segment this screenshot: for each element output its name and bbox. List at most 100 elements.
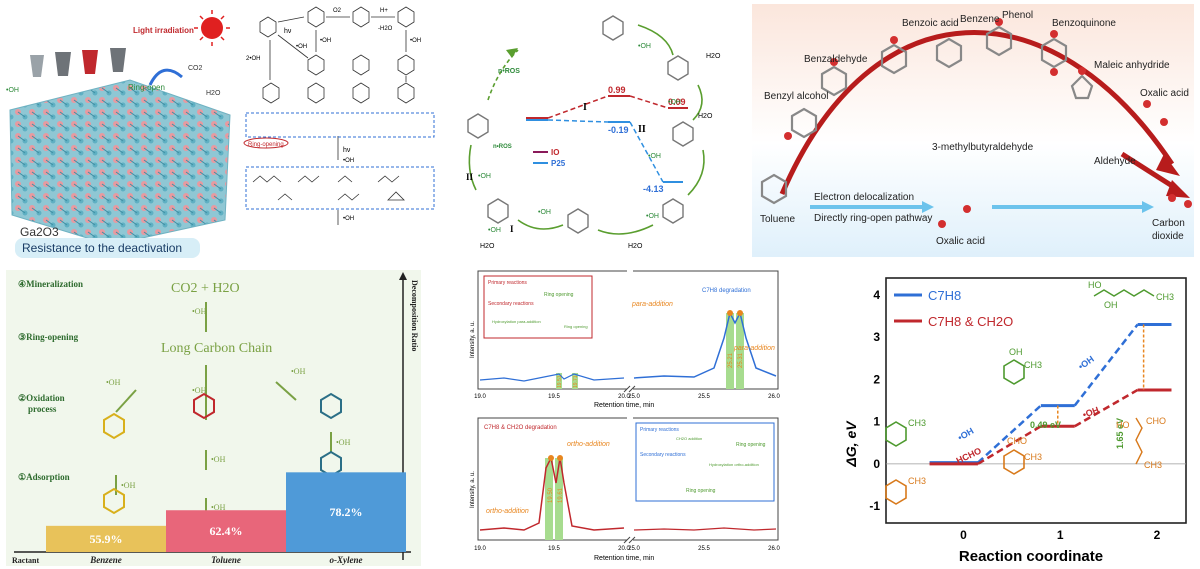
xtick-2: 2	[1154, 528, 1161, 542]
roman-2a: II	[638, 124, 646, 135]
panel-cycle: 0.99 0.09 -0.19 -4.13 I II n•ROS n•ROS I…	[438, 0, 745, 265]
cho-b: CHO	[1146, 416, 1166, 426]
nros-1: n•ROS	[493, 144, 512, 150]
panel-decomposition: ④Mineralization ③Ring-opening ②Oxidation…	[6, 270, 421, 566]
sun-icon	[201, 17, 223, 39]
pct-oxylene: 78.2%	[330, 505, 363, 519]
p25-path-1	[547, 119, 609, 123]
oh4: •OH	[410, 38, 421, 44]
energy-xlabel: Reaction coordinate	[959, 548, 1103, 565]
bottom-trace-left	[479, 455, 625, 531]
pathway-arrowhead	[1156, 154, 1180, 176]
transition-c7h8-ch2o-1	[1074, 388, 1139, 428]
energy-y-ticks: 4 3 2 1 0 -1	[869, 288, 880, 513]
roman-1a: I	[583, 102, 587, 113]
peak-band-4	[555, 458, 563, 540]
ring-opening-c: Ring opening	[736, 442, 766, 448]
ring-open-label: Ring-open	[128, 83, 165, 92]
cho-a: CHO	[1007, 436, 1027, 446]
tick-bot-5: 26.0	[768, 546, 780, 552]
energy-series	[929, 322, 1172, 466]
oh-h: •OH	[336, 438, 351, 447]
co2-label: CO2	[188, 65, 203, 72]
chain-green	[1093, 289, 1155, 297]
bottom-axis-break	[627, 417, 633, 541]
top-trace-left	[479, 373, 625, 382]
label-benzaldehyde: Benzaldehyde	[804, 54, 868, 65]
co2-h2o: CO2 + H2O	[171, 281, 240, 296]
y-axis-arrowhead	[399, 272, 407, 280]
peak-band-2	[736, 313, 744, 389]
label-aldehyde: Aldehyde	[1094, 156, 1136, 167]
oh-left: •OH	[6, 87, 19, 94]
energy-plot-frame	[885, 277, 1187, 524]
h2o-3: H2O	[628, 243, 643, 250]
legend-p25: P25	[551, 159, 566, 168]
val-099: 0.99	[608, 85, 626, 95]
ring-opening-label: Ring-opening	[248, 142, 284, 148]
label-carbon: Carbon	[1152, 218, 1185, 229]
val-009: 0.09	[668, 97, 686, 107]
oh5: •OH	[343, 158, 354, 164]
tick-bot-3: 25.0	[628, 546, 640, 552]
oh-l: •OH	[478, 173, 491, 180]
val-m413: -4.13	[643, 184, 664, 194]
ylabel-bot: Intensity, a. u.	[470, 471, 476, 508]
scheme-diagram: hν O2 H+ -H2O •OH 2•OH •OH •OH Ring-open…	[243, 6, 435, 225]
crystal-surface	[9, 79, 231, 246]
io-path-2	[629, 95, 669, 109]
label-maleic-anhydride: Maleic anhydride	[1094, 60, 1170, 71]
oh2: 2•OH	[246, 56, 260, 62]
label-electron-delocalization: Electron delocalization	[814, 192, 914, 203]
pathway-molecules	[760, 25, 1094, 205]
primary-top: Primary reactions	[488, 280, 527, 286]
para-addition-1: para-addition	[631, 301, 673, 308]
bottom-trace-right	[633, 527, 777, 531]
nros-2: n•ROS	[498, 68, 520, 75]
label-benzene: Benzene	[89, 555, 122, 565]
pct-toluene: 62.4%	[210, 524, 243, 538]
tick-top-3: 25.0	[628, 394, 640, 400]
break-mark-4	[628, 536, 636, 544]
oh-tr: •OH	[638, 43, 651, 50]
transition-c7h8-ch2o-0	[977, 425, 1042, 465]
ylabel-top: Intensity, a. u.	[470, 321, 476, 358]
footer-box	[15, 238, 200, 258]
ring-open-arrow	[148, 68, 183, 86]
hydroxylation-bot: Hydroxylation ortho-addition	[709, 462, 759, 467]
tick-top-1: 19.5	[548, 394, 560, 400]
ringopen-arrowhead	[1142, 201, 1154, 213]
small-band-2	[572, 373, 578, 389]
peak-band-3	[545, 458, 553, 540]
scheme-rings	[259, 6, 415, 104]
bar-benzene	[46, 525, 166, 552]
ytick-1: 1	[873, 415, 880, 429]
ho-b: HO	[1116, 420, 1130, 430]
small1: 19.51	[557, 375, 563, 388]
peak-marker-1	[727, 310, 733, 316]
oh-b1: •OH	[538, 209, 551, 216]
panel-chromatogram: 25.21 25.31 19.51 19.71 Primary reaction…	[464, 268, 782, 568]
peak-marker-4	[557, 455, 563, 461]
ring-opening-b: Ring opening	[564, 324, 588, 329]
pathway-arrows	[115, 302, 332, 518]
chromatogram-plots: 25.21 25.31 19.51 19.71 Primary reaction…	[470, 270, 780, 562]
peak-band-1	[726, 313, 734, 389]
label-oxylene: o-Xylene	[330, 555, 363, 565]
ring-opening-oval	[243, 137, 289, 149]
top-inset	[483, 275, 593, 339]
oh1: •OH	[296, 44, 307, 50]
oxygen-atoms	[784, 18, 1192, 228]
energy-chart: 4 3 2 1 0 -1 0 1 2 ΔG, eV Reaction coord…	[843, 277, 1187, 565]
oh-r2: •OH	[648, 153, 661, 160]
scheme-arrows	[269, 16, 407, 225]
ch3-b: CH3	[908, 476, 926, 486]
ytick-4: 4	[873, 288, 880, 302]
primary-bot: Primary reactions	[640, 427, 679, 433]
oh3: •OH	[320, 38, 331, 44]
secondary-top: Secondary reactions	[488, 301, 534, 307]
small2: 19.71	[573, 375, 579, 388]
tick-top-5: 26.0	[768, 394, 780, 400]
panel-ga2o3: Ga2O3 Resistance to the deactivation Lig…	[0, 0, 238, 265]
products-box	[245, 112, 435, 138]
